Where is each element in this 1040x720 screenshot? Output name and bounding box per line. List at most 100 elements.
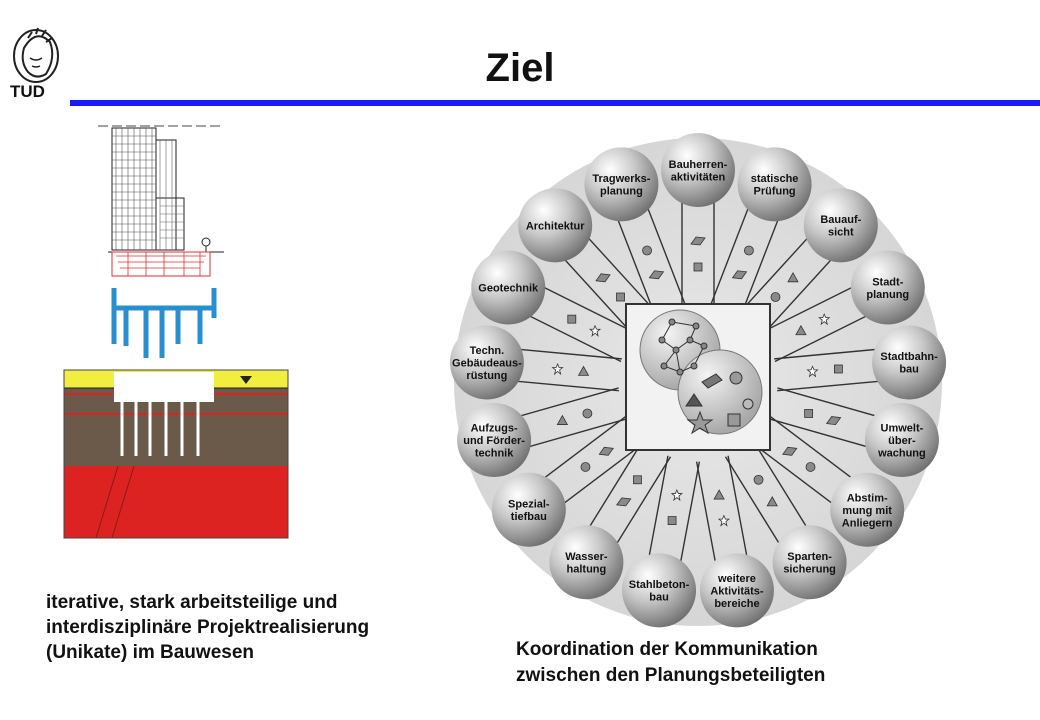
building-base-red (111, 251, 211, 277)
hub-shapes-sphere (677, 349, 763, 435)
node-label: sicherung (783, 563, 836, 575)
diamond-symbol-icon (825, 416, 842, 426)
wheel-node: Stadtbahn-bau (872, 325, 947, 400)
node-label: Bauauf- (820, 214, 861, 226)
hub-network-graph (658, 318, 708, 376)
diamond-symbol-icon (782, 446, 798, 456)
node-label: Abstim- (847, 492, 888, 504)
node-label: Umwelt- (881, 423, 924, 435)
left-caption: iterative, stark arbeitsteilige und inte… (46, 590, 426, 665)
node-label: sicht (828, 227, 854, 239)
spoke-symbols (551, 236, 843, 527)
circle-symbol-icon (582, 408, 593, 419)
node-label: planung (866, 289, 909, 301)
diamond-symbol-icon (690, 236, 706, 246)
star-symbol-icon (818, 313, 831, 326)
triangle-symbol-icon (795, 324, 807, 336)
node-sphere (622, 553, 697, 628)
node-label: Architektur (526, 220, 585, 232)
triangle-symbol-icon (713, 489, 725, 500)
star-symbol-icon (588, 324, 602, 337)
right-caption-line: Koordination der Kommunikation (516, 639, 818, 660)
node-label: weitere (717, 573, 756, 585)
wheel-node: Wasser-haltung (549, 525, 624, 600)
node-label: und Förder- (463, 435, 525, 447)
left-caption-line: (Unikate) im Bauwesen (46, 642, 254, 663)
node-label: Wasser- (565, 551, 608, 563)
circle-symbol-icon (805, 462, 816, 472)
circle-symbol-icon (642, 245, 652, 256)
wheel-node: Sparten-sicherung (772, 525, 847, 600)
right-caption: Koordination der Kommunikation zwischen … (516, 637, 936, 689)
star-symbol-icon (551, 362, 564, 376)
diamond-symbol-icon (648, 270, 665, 280)
node-sphere (661, 133, 735, 207)
left-caption-line: iterative, stark arbeitsteilige und (46, 592, 338, 613)
node-sphere (471, 250, 546, 325)
wheel-node: Geotechnik (471, 250, 546, 325)
node-sphere (518, 188, 593, 263)
node-sphere (772, 525, 847, 600)
wheel-node: Stahlbeton-bau (622, 553, 697, 628)
circle-symbol-icon (770, 292, 781, 302)
node-label: Techn. (470, 345, 505, 357)
node-label: technik (475, 448, 514, 460)
node-sphere (850, 250, 925, 325)
node-label: tiefbau (511, 511, 547, 523)
node-label: planung (600, 186, 643, 198)
wheel-node: Tragwerks-planung (584, 147, 659, 222)
square-symbol-icon (633, 475, 642, 485)
node-label: Stadt- (872, 276, 904, 288)
node-label: haltung (567, 563, 607, 575)
square-symbol-icon (833, 364, 843, 374)
node-label: Aufzugs- (471, 423, 518, 435)
square-symbol-icon (804, 409, 814, 418)
node-label: rüstung (466, 370, 507, 382)
triangle-symbol-icon (766, 496, 778, 507)
node-label: aktivitäten (671, 171, 726, 183)
wheel-node: Umwelt-über-wachung (864, 403, 939, 478)
soil-profile (63, 369, 289, 539)
square-symbol-icon (567, 314, 577, 324)
wheel-node: Stadt-planung (850, 250, 925, 325)
node-label: Anliegern (842, 517, 893, 529)
diamond-symbol-icon (598, 446, 614, 456)
diamond-symbol-icon (616, 497, 632, 507)
node-sphere (449, 325, 524, 400)
wheel-node: Bauherren-aktivitäten (661, 133, 735, 207)
tud-logo-icon (13, 27, 59, 83)
node-label: Gebäudeaus- (452, 357, 522, 369)
node-label: Geotechnik (478, 283, 539, 295)
diamond-symbol-icon (731, 270, 748, 280)
square-symbol-icon (693, 262, 703, 272)
node-sphere (803, 188, 878, 263)
node-label: Spezial- (508, 499, 550, 511)
node-label: Stadtbahn- (880, 351, 938, 363)
wheel-node: Aufzugs-und Förder-technik (457, 403, 532, 478)
node-label: bau (899, 364, 919, 376)
right-caption-line: zwischen den Planungsbeteiligten (516, 665, 826, 686)
node-sphere (737, 147, 812, 222)
hub-shape-icons (685, 371, 754, 435)
node-label: statische (751, 173, 799, 185)
star-symbol-icon (717, 514, 731, 527)
node-sphere (830, 472, 905, 547)
square-symbol-icon (667, 516, 677, 525)
left-caption-line: interdisziplinäre Projektrealisierung (46, 617, 370, 638)
triangle-symbol-icon (577, 365, 590, 376)
wheel-node: Architektur (518, 188, 593, 263)
node-label: wachung (877, 448, 926, 460)
node-label: Bauherren- (669, 159, 728, 171)
wheel-node: Bauauf-sicht (803, 188, 878, 263)
node-sphere (872, 325, 947, 400)
node-label: Prüfung (753, 186, 795, 198)
pile-frame (111, 288, 217, 358)
node-label: bau (649, 592, 669, 604)
node-sphere (491, 472, 566, 547)
wheel-node: Spezial-tiefbau (491, 472, 566, 547)
diamond-symbol-icon (595, 273, 611, 283)
